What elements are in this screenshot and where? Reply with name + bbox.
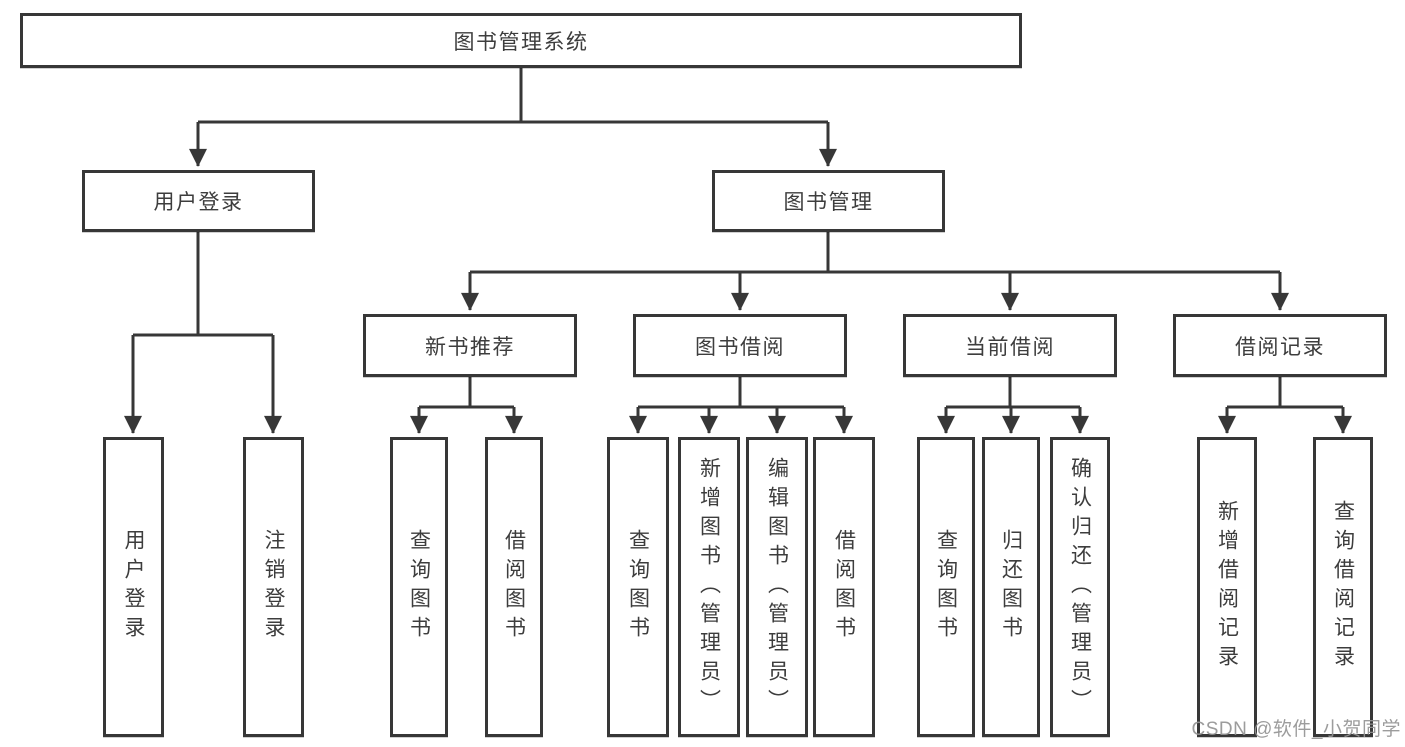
leaf-label: 借阅图书	[502, 529, 526, 645]
leaf-return-book: 归还图书	[982, 437, 1040, 737]
leaf-label: 查询图书	[934, 529, 958, 645]
leaf-add-book-admin: 新增图书（管理员）	[678, 437, 740, 737]
leaf-confirm-return-admin: 确认归还（管理员）	[1050, 437, 1110, 737]
leaf-label: 查询图书	[407, 529, 431, 645]
node-book-borrowing: 图书借阅	[633, 314, 847, 377]
leaf-query-books-current: 查询图书	[917, 437, 975, 737]
leaf-label: 借阅图书	[832, 529, 856, 645]
node-current-borrowing: 当前借阅	[903, 314, 1117, 377]
node-label: 借阅记录	[1235, 335, 1325, 359]
leaf-label: 查询借阅记录	[1331, 500, 1355, 674]
node-label: 图书借阅	[695, 335, 785, 359]
leaf-borrow-books-borrowing: 借阅图书	[813, 437, 875, 737]
leaf-user-login: 用户登录	[103, 437, 164, 737]
node-book-management: 图书管理	[712, 170, 945, 232]
leaf-edit-book-admin: 编辑图书（管理员）	[746, 437, 808, 737]
leaf-logout: 注销登录	[243, 437, 304, 737]
leaf-label: 新增借阅记录	[1215, 500, 1239, 674]
leaf-label: 新增图书（管理员）	[697, 456, 721, 718]
leaf-label: 编辑图书（管理员）	[765, 456, 789, 718]
node-label: 当前借阅	[965, 335, 1055, 359]
leaf-label: 用户登录	[122, 529, 145, 645]
leaf-label: 确认归还（管理员）	[1068, 456, 1092, 718]
leaf-query-books-borrowing: 查询图书	[607, 437, 669, 737]
node-label: 图书管理	[783, 191, 874, 214]
leaf-query-borrow-record: 查询借阅记录	[1313, 437, 1373, 737]
leaf-label: 查询图书	[626, 529, 650, 645]
leaf-borrow-books-recommend: 借阅图书	[485, 437, 543, 737]
leaf-label: 归还图书	[999, 529, 1023, 645]
node-label: 用户登录	[153, 191, 244, 214]
node-borrowing-records: 借阅记录	[1173, 314, 1387, 377]
node-new-book-recommendation: 新书推荐	[363, 314, 577, 377]
csdn-watermark: CSDN @软件_小贺同学	[1191, 719, 1401, 740]
leaf-query-books-recommend: 查询图书	[390, 437, 448, 737]
node-library-management-system: 图书管理系统	[20, 13, 1022, 68]
node-user-login: 用户登录	[82, 170, 315, 232]
leaf-label: 注销登录	[262, 529, 285, 645]
leaf-add-borrow-record: 新增借阅记录	[1197, 437, 1257, 737]
node-label: 新书推荐	[425, 335, 515, 359]
node-label: 图书管理系统	[453, 30, 589, 54]
